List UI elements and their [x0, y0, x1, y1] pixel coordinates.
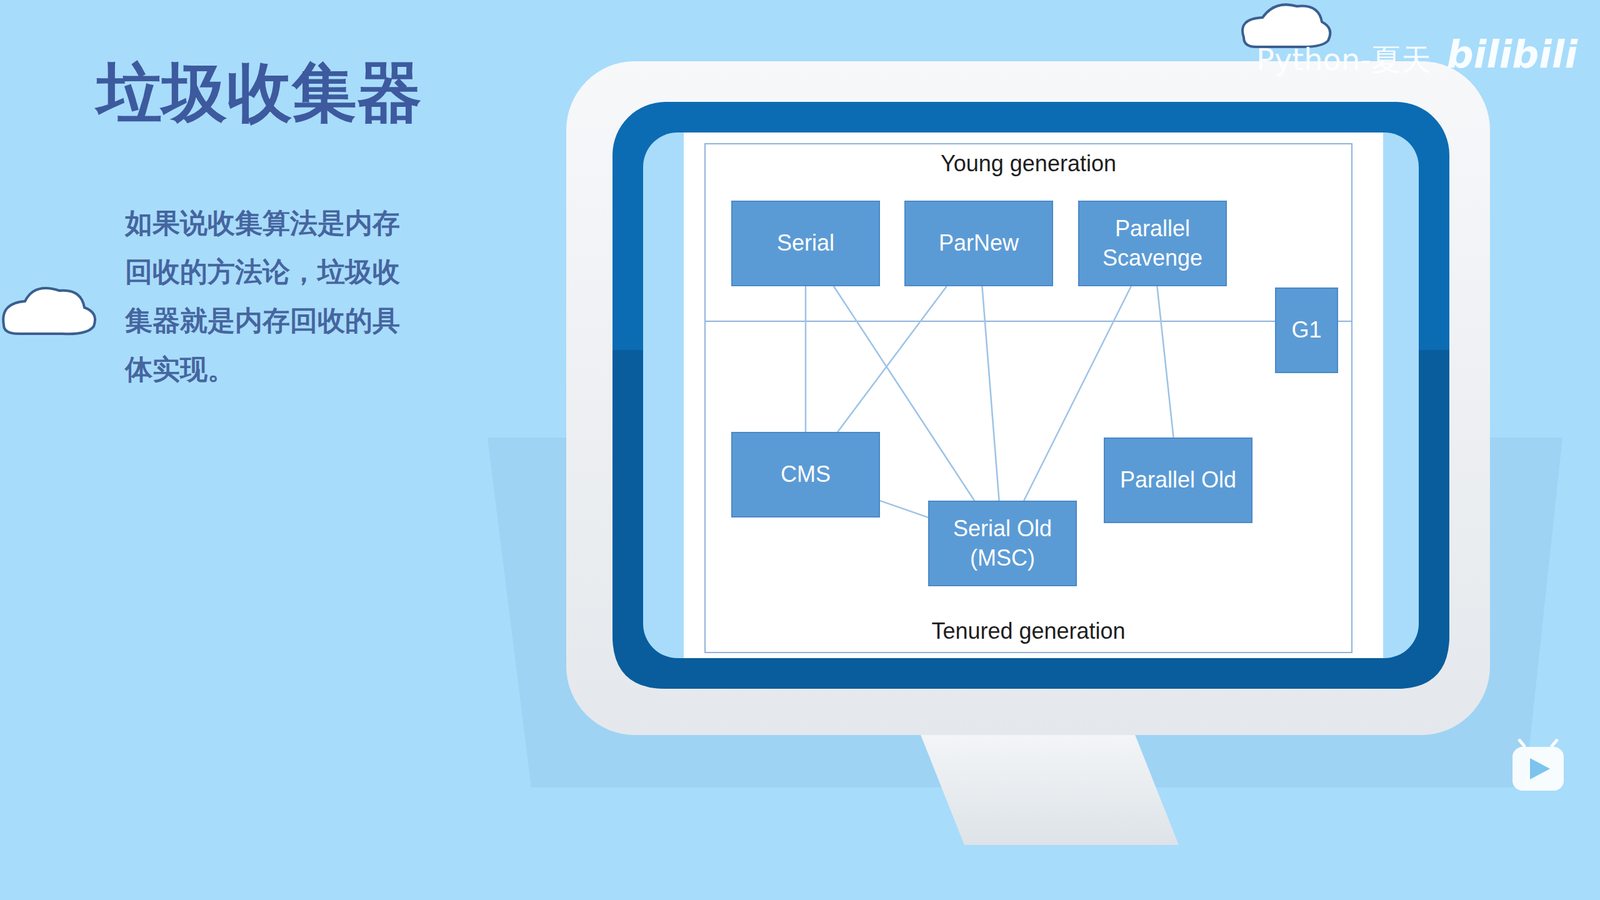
generation-frame: Young generationTenured generation Serial…	[704, 143, 1353, 654]
compat-line-path	[981, 286, 999, 501]
compat-line	[837, 286, 947, 432]
compat-line	[880, 500, 929, 518]
box-label: G1	[1291, 315, 1322, 345]
compat-line	[805, 286, 807, 432]
box-label: Serial	[776, 228, 835, 259]
region-label: Young generation	[705, 150, 1352, 177]
region-label: Tenured generation	[705, 618, 1352, 645]
watermark-logo: bilibili	[1446, 32, 1578, 77]
box-label: ParNew	[938, 228, 1019, 259]
collector-box: Parallel Scavenge	[1078, 200, 1227, 287]
body-paragraph: 如果说收集算法是内存回收的方法论，垃圾收集器就是内存回收的具体实现。	[125, 198, 400, 394]
compat-line	[1156, 286, 1174, 438]
generation-divider	[705, 320, 1352, 322]
slide-title: 垃圾收集器	[96, 50, 422, 138]
box-label: CMS	[780, 460, 831, 490]
compat-line-path	[837, 286, 947, 432]
compat-line	[981, 286, 999, 501]
collector-box: G1	[1275, 287, 1339, 374]
collector-box: Serial Old (MSC)	[928, 500, 1077, 587]
box-label: Parallel Old	[1120, 465, 1237, 495]
collector-box: Serial	[731, 200, 880, 287]
compat-line-path	[805, 286, 807, 432]
compat-line-path	[880, 500, 929, 518]
collector-box: ParNew	[904, 200, 1054, 287]
watermark-text: Python-夏天	[1256, 40, 1432, 80]
collector-box: CMS	[731, 431, 880, 518]
box-label: Serial Old (MSC)	[935, 514, 1070, 574]
compat-line-path	[1156, 286, 1174, 438]
box-label: Parallel Scavenge	[1085, 214, 1220, 274]
collector-box: Parallel Old	[1103, 437, 1253, 524]
